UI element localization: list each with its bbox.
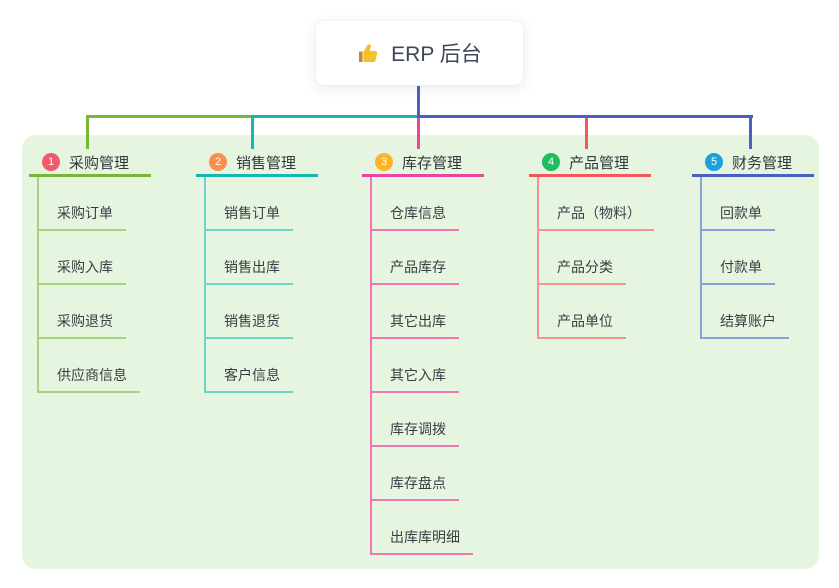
child-node[interactable]: 采购入库 bbox=[37, 231, 126, 285]
branch-label: 财务管理 bbox=[732, 154, 793, 172]
child-node[interactable]: 库存调拨 bbox=[370, 393, 459, 447]
branch-spine-line bbox=[537, 177, 539, 339]
branch-header[interactable]: 1 采购管理 bbox=[29, 150, 151, 177]
branch-column: 1 采购管理 采购订单 采购入库 采购退货 供应商信息 bbox=[29, 150, 199, 393]
branch-number-badge: 5 bbox=[705, 153, 723, 171]
child-node[interactable]: 产品分类 bbox=[537, 231, 626, 285]
branch-label: 库存管理 bbox=[402, 154, 463, 172]
child-label: 仓库信息 bbox=[390, 205, 446, 221]
branch-drop-line bbox=[749, 115, 752, 149]
thumbs-up-icon bbox=[357, 41, 381, 65]
child-label: 销售退货 bbox=[224, 313, 280, 329]
branch-drop-line bbox=[86, 115, 89, 149]
child-node[interactable]: 产品库存 bbox=[370, 231, 459, 285]
child-node[interactable]: 出库库明细 bbox=[370, 501, 473, 555]
branch-spine-line bbox=[204, 177, 206, 393]
branch-header[interactable]: 4 产品管理 bbox=[529, 150, 651, 177]
child-label: 销售出库 bbox=[224, 259, 280, 275]
child-node[interactable]: 采购退货 bbox=[37, 285, 126, 339]
branch-header[interactable]: 3 库存管理 bbox=[362, 150, 484, 177]
child-node[interactable]: 付款单 bbox=[700, 231, 775, 285]
branch-label: 销售管理 bbox=[236, 154, 297, 172]
branch-column: 3 库存管理 仓库信息 产品库存 其它出库 其它入库 库存调拨 库存盘点 出库库… bbox=[362, 150, 532, 555]
branch-drop-line bbox=[585, 115, 588, 149]
child-node[interactable]: 其它入库 bbox=[370, 339, 459, 393]
child-label: 出库库明细 bbox=[390, 529, 460, 545]
child-label: 库存调拨 bbox=[390, 421, 446, 437]
branch-number-badge: 2 bbox=[209, 153, 227, 171]
child-node[interactable]: 销售出库 bbox=[204, 231, 293, 285]
trunk-horizontal-line bbox=[86, 115, 254, 118]
child-label: 其它入库 bbox=[390, 367, 446, 383]
branch-header[interactable]: 2 销售管理 bbox=[196, 150, 318, 177]
root-node[interactable]: ERP 后台 bbox=[315, 20, 524, 86]
child-label: 供应商信息 bbox=[57, 367, 127, 383]
child-label: 付款单 bbox=[720, 259, 762, 275]
child-label: 产品分类 bbox=[557, 259, 613, 275]
branch-number-badge: 3 bbox=[375, 153, 393, 171]
child-node[interactable]: 销售退货 bbox=[204, 285, 293, 339]
branch-drop-line bbox=[251, 115, 254, 149]
child-node[interactable]: 销售订单 bbox=[204, 177, 293, 231]
child-node[interactable]: 采购订单 bbox=[37, 177, 126, 231]
child-node[interactable]: 结算账户 bbox=[700, 285, 789, 339]
branch-label: 采购管理 bbox=[69, 154, 130, 172]
child-label: 销售订单 bbox=[224, 205, 280, 221]
branch-number-badge: 4 bbox=[542, 153, 560, 171]
trunk-horizontal-line bbox=[417, 115, 753, 118]
child-node[interactable]: 产品（物料） bbox=[537, 177, 654, 231]
child-label: 客户信息 bbox=[224, 367, 280, 383]
child-label: 产品单位 bbox=[557, 313, 613, 329]
child-label: 结算账户 bbox=[720, 313, 776, 329]
child-label: 采购订单 bbox=[57, 205, 113, 221]
child-node[interactable]: 回款单 bbox=[700, 177, 775, 231]
child-node[interactable]: 仓库信息 bbox=[370, 177, 459, 231]
child-node[interactable]: 产品单位 bbox=[537, 285, 626, 339]
branch-label: 产品管理 bbox=[569, 154, 630, 172]
branches-panel bbox=[22, 135, 819, 569]
child-label: 采购入库 bbox=[57, 259, 113, 275]
child-label: 其它出库 bbox=[390, 313, 446, 329]
child-label: 库存盘点 bbox=[390, 475, 446, 491]
child-label: 回款单 bbox=[720, 205, 762, 221]
branch-column: 2 销售管理 销售订单 销售出库 销售退货 客户信息 bbox=[196, 150, 366, 393]
root-connector-line bbox=[417, 84, 420, 118]
branch-header[interactable]: 5 财务管理 bbox=[692, 150, 814, 177]
root-label: ERP 后台 bbox=[391, 43, 482, 66]
branch-spine-line bbox=[700, 177, 702, 339]
branch-drop-line bbox=[417, 115, 420, 149]
branch-number-badge: 1 bbox=[42, 153, 60, 171]
branch-column: 4 产品管理 产品（物料） 产品分类 产品单位 bbox=[529, 150, 699, 339]
branch-spine-line bbox=[37, 177, 39, 393]
child-node[interactable]: 供应商信息 bbox=[37, 339, 140, 393]
child-node[interactable]: 客户信息 bbox=[204, 339, 293, 393]
child-node[interactable]: 库存盘点 bbox=[370, 447, 459, 501]
child-node[interactable]: 其它出库 bbox=[370, 285, 459, 339]
child-label: 采购退货 bbox=[57, 313, 113, 329]
branch-column: 5 财务管理 回款单 付款单 结算账户 bbox=[692, 150, 839, 339]
trunk-horizontal-line bbox=[251, 115, 420, 118]
child-label: 产品（物料） bbox=[557, 205, 641, 221]
branch-spine-line bbox=[370, 177, 372, 555]
child-label: 产品库存 bbox=[390, 259, 446, 275]
